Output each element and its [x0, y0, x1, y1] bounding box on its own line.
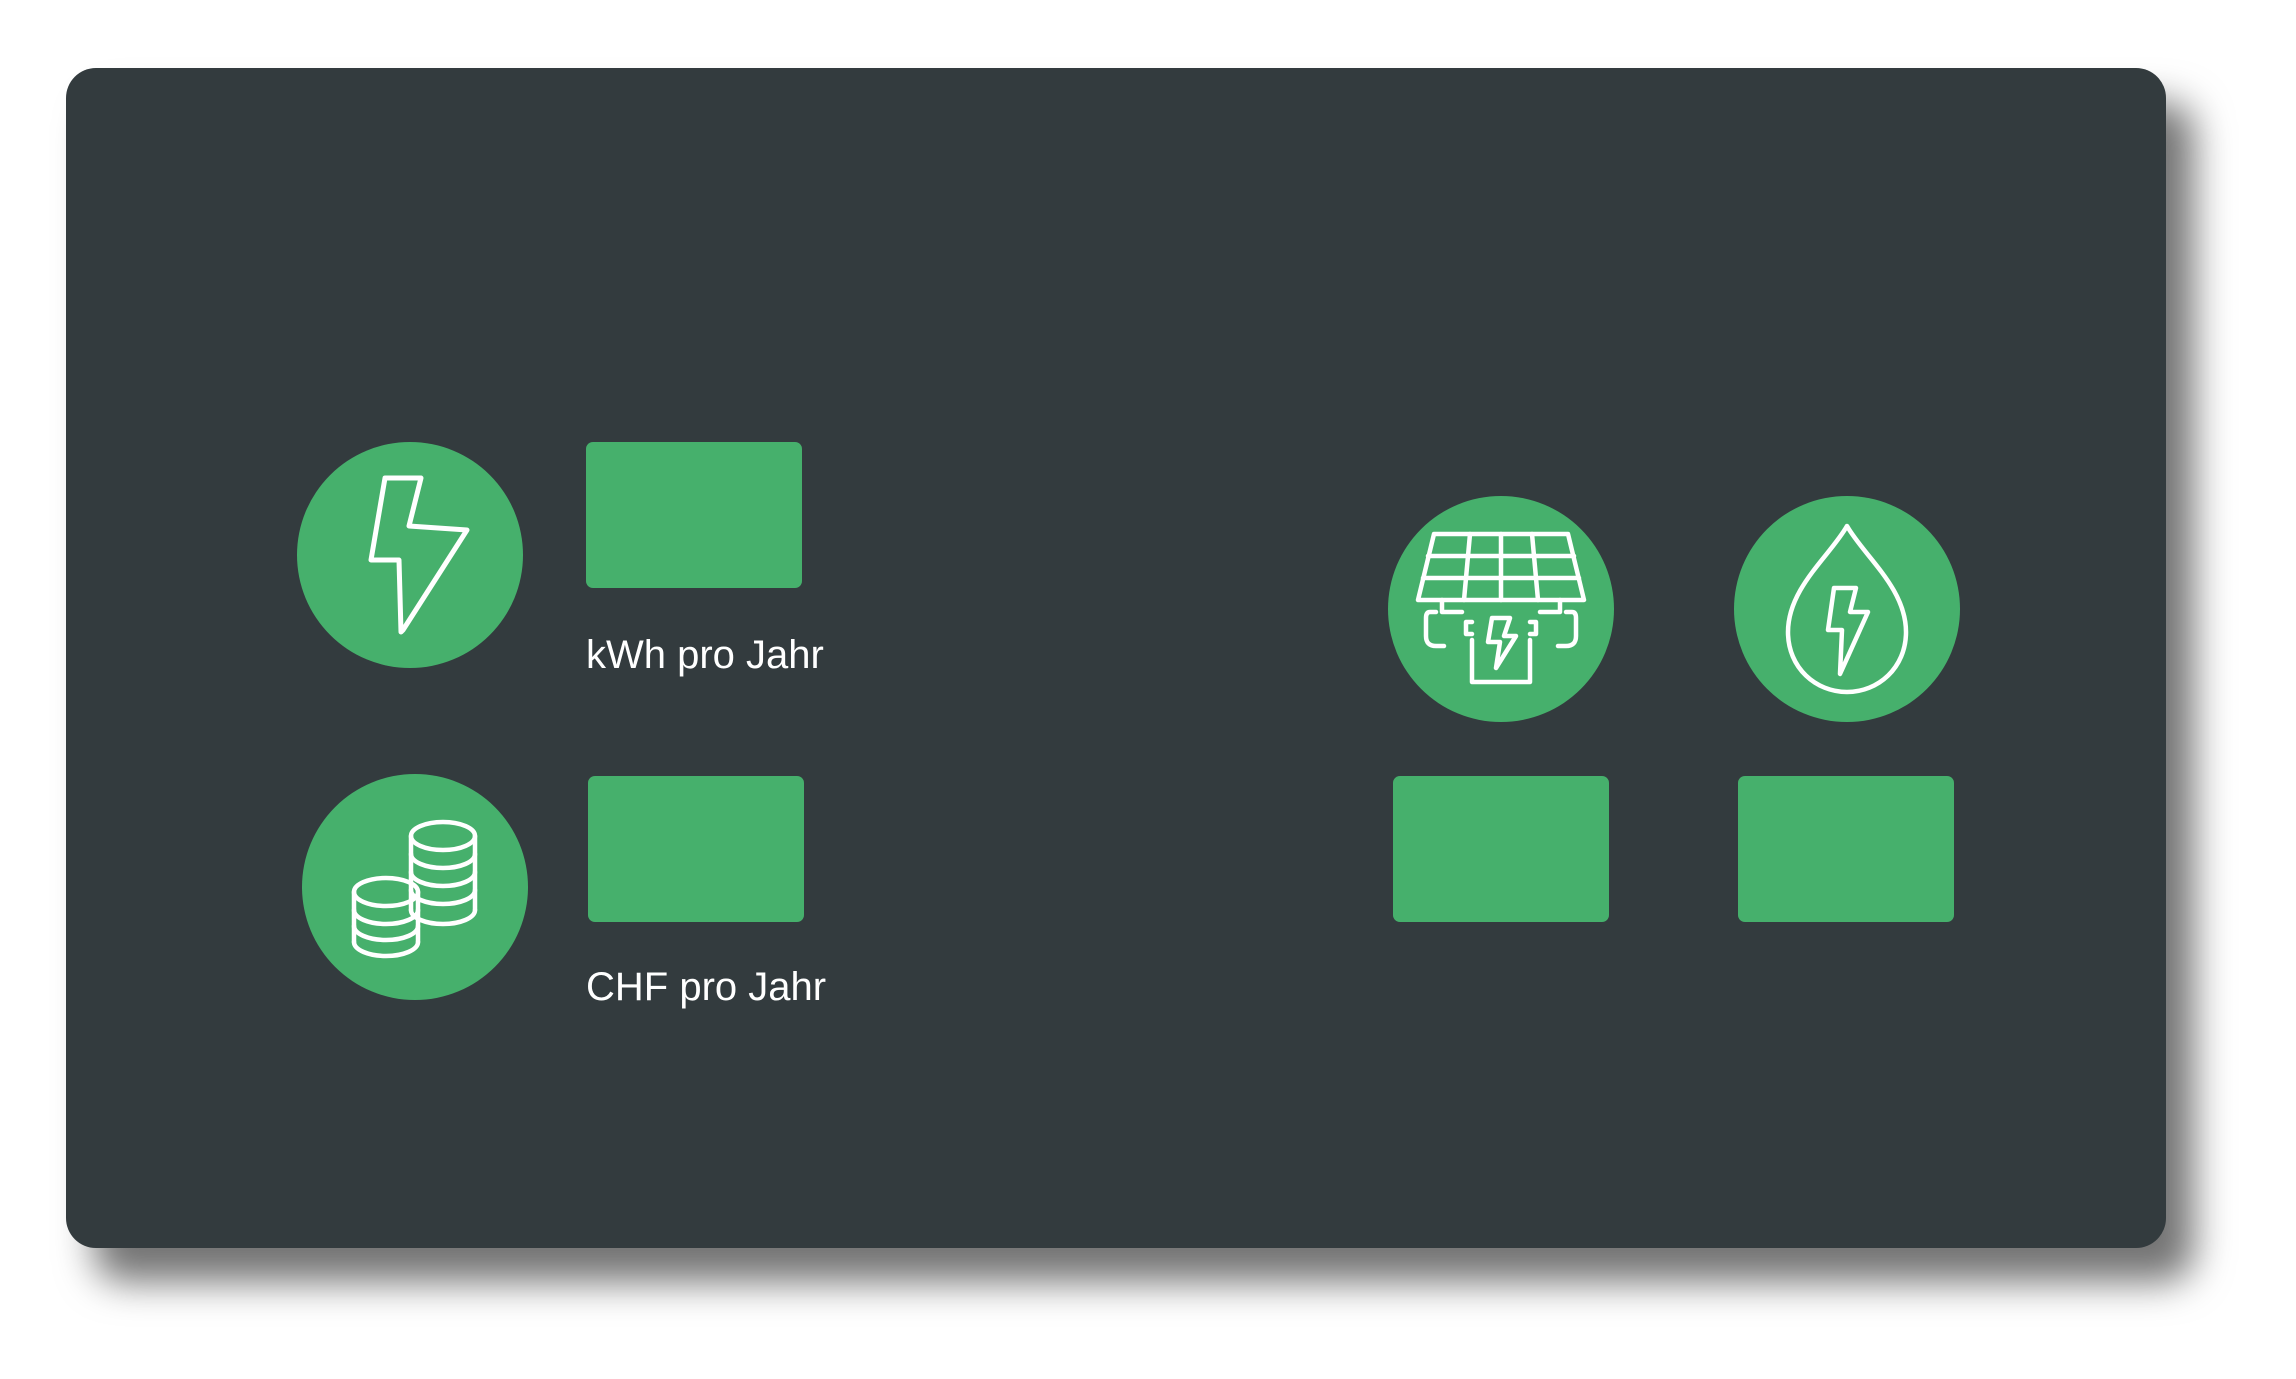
savings-value-field[interactable] [588, 776, 804, 922]
solar-value-field[interactable] [1393, 776, 1609, 922]
savings-unit-label: CHF pro Jahr [586, 965, 827, 1009]
coins-stack-icon [302, 774, 528, 1000]
solar-panel-battery-icon [1388, 496, 1614, 722]
dashboard-panel: kWh pro Jahr CHF pro Jahr [66, 68, 2166, 1248]
hydro-value-field[interactable] [1738, 776, 1954, 922]
energy-value-field[interactable] [586, 442, 802, 588]
energy-unit-label: kWh pro Jahr [586, 633, 824, 677]
lightning-bolt-icon [297, 442, 523, 668]
water-drop-lightning-icon [1734, 496, 1960, 722]
